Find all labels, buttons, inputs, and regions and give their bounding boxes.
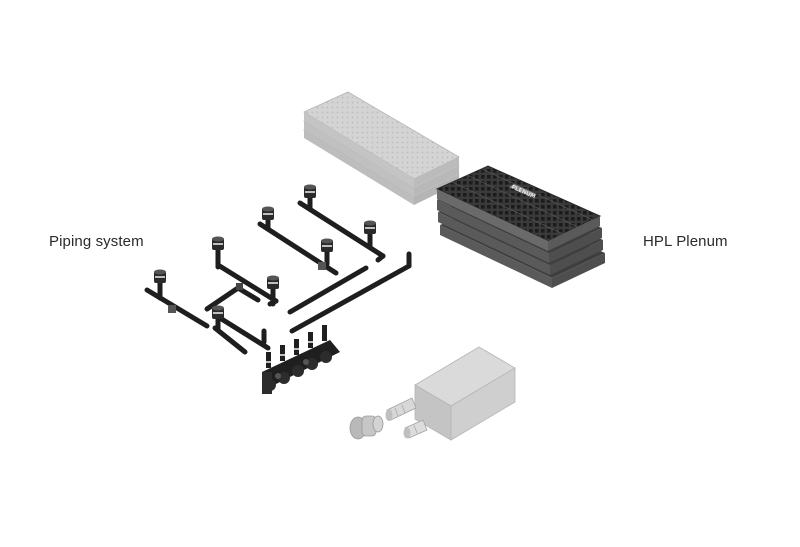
valve	[212, 236, 224, 250]
light-plenum-stack	[303, 91, 460, 205]
light-panel-top	[303, 91, 460, 187]
pipe-connectors	[349, 397, 428, 440]
valve	[212, 305, 224, 319]
dark-panel-top: PLENUM	[435, 165, 602, 251]
valve	[267, 275, 279, 289]
valve	[364, 220, 376, 234]
hpl-plenum-label: HPL Plenum	[643, 233, 728, 250]
manifold	[262, 325, 340, 394]
valve	[262, 206, 274, 220]
valve	[321, 238, 333, 252]
tank-icon	[414, 346, 516, 441]
valve	[154, 269, 166, 283]
piping-system-label: Piping system	[49, 233, 144, 250]
pipe-valves	[154, 184, 376, 319]
plenum-panel-icon: PLENUM	[435, 165, 605, 288]
piping-system-icon	[144, 193, 412, 355]
valve	[304, 184, 316, 198]
